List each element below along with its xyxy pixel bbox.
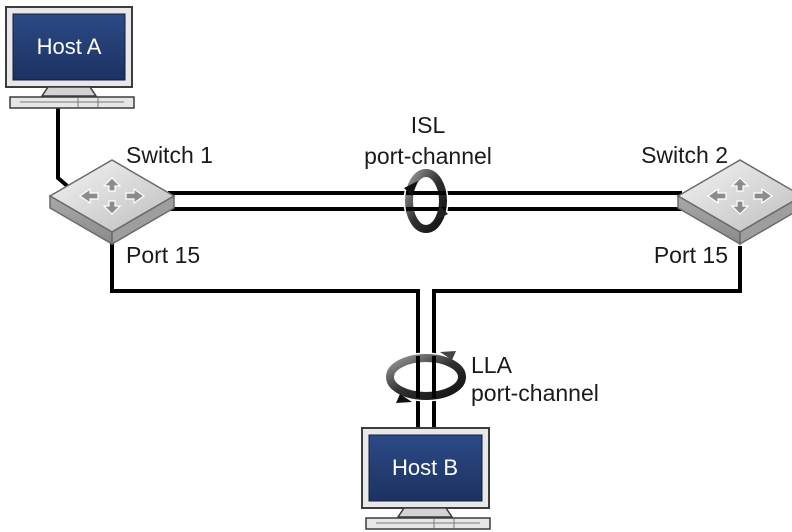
lla-label-line2: port-channel <box>471 380 599 406</box>
host-b-stand <box>396 507 454 518</box>
isl-port-channel: ISL port-channel <box>364 112 492 235</box>
switch-2-label: Switch 2 <box>641 142 728 168</box>
host-b: Host B <box>361 427 491 530</box>
lla-loop-icon <box>384 351 468 403</box>
host-a-stand <box>40 86 98 97</box>
host-a-screen <box>12 13 126 81</box>
switch-1: Switch 1 Port 15 <box>48 142 213 268</box>
host-b-label: Host B <box>392 455 458 480</box>
cable-host-a-switch-1 <box>56 108 74 192</box>
lla-label-line1: LLA <box>471 352 513 378</box>
lla-port-channel: LLA port-channel <box>384 351 599 406</box>
switch-1-arrows-icon <box>78 177 146 215</box>
isl-loop-icon <box>403 167 449 235</box>
switch-1-side-right <box>111 194 175 246</box>
isl-label-line2: port-channel <box>364 143 492 169</box>
switch-2-arrows-icon <box>706 177 774 215</box>
switch-1-label: Switch 1 <box>126 142 213 168</box>
switch-1-top <box>48 159 176 233</box>
host-a: Host A <box>5 6 135 109</box>
cable-switch-1-port-15 <box>110 240 420 428</box>
switch-2: Switch 2 Port 15 <box>641 142 792 268</box>
switch-2-port-label: Port 15 <box>654 242 728 268</box>
switch-2-side-right <box>739 200 792 246</box>
host-b-screen <box>368 434 483 502</box>
switch-1-port-label: Port 15 <box>126 242 200 268</box>
host-a-label: Host A <box>37 34 102 59</box>
isl-label-line1: ISL <box>411 112 446 138</box>
